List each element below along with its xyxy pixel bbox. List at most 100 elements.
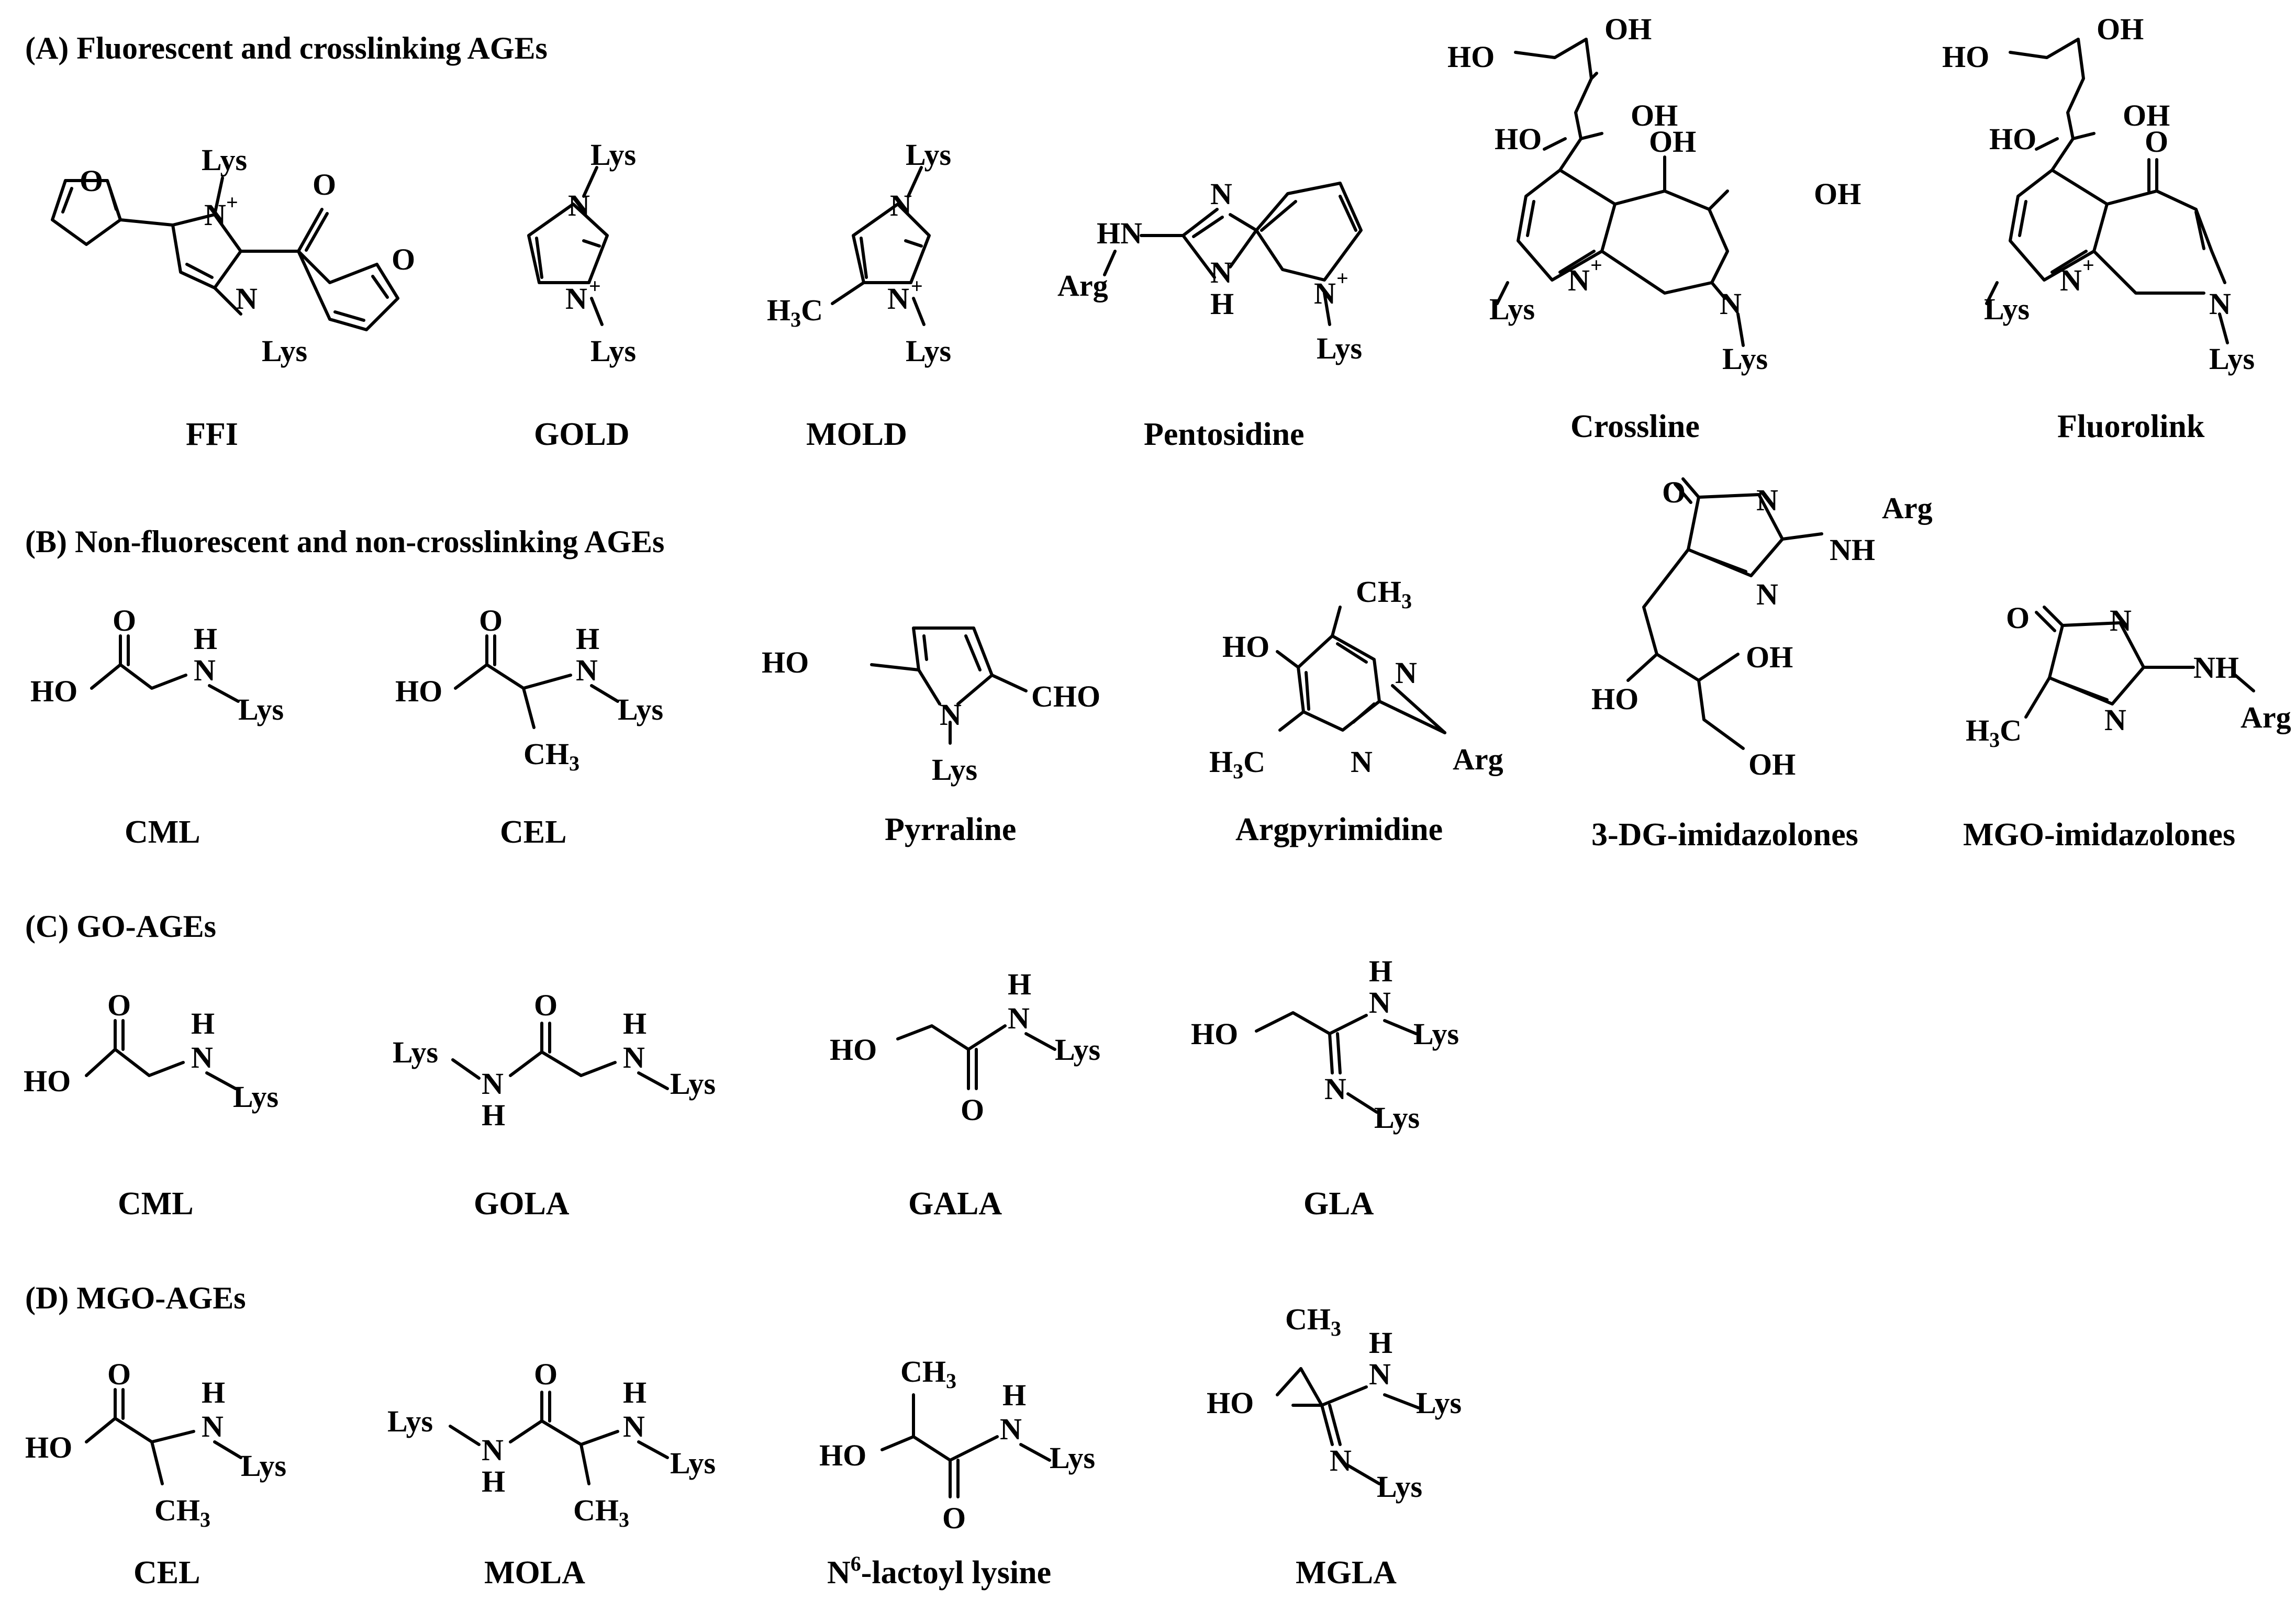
ffi-atom-lys-top: Lys xyxy=(202,143,247,177)
mgo-imidazolones-atom-n-top: N xyxy=(2110,603,2132,637)
cel-b-atom-lys: Lys xyxy=(618,692,663,726)
cml-c-atom-o: O xyxy=(107,988,131,1022)
gola-name: GOLA xyxy=(474,1186,570,1222)
fluorolink-atom-lys-left: Lys xyxy=(1984,292,2030,326)
cml-b-name: CML xyxy=(125,814,200,850)
mold-atom-n-top: N xyxy=(890,188,912,222)
fluorolink-atom-o-keto: O xyxy=(2145,125,2168,159)
gala-structure: HO H N Lys O GALA xyxy=(830,967,1100,1222)
crossline-atom-oh-mid: OH xyxy=(1631,98,1678,132)
mgo-imidazolones-name: MGO-imidazolones xyxy=(1963,817,2235,853)
pentosidine-structure: HN Arg N N H N + Lys Pentosidine xyxy=(1057,177,1363,452)
cml-c-atom-lys: Lys xyxy=(233,1080,278,1114)
n6-lactoyl-atom-n: N xyxy=(1000,1412,1022,1446)
cel-d-atom-ch3: CH3 xyxy=(154,1493,210,1531)
cml-c-name: CML xyxy=(118,1186,194,1222)
dg-imidazolones-atom-arg: Arg xyxy=(1882,491,1933,525)
ffi-atom-o-furan2: O xyxy=(392,242,415,276)
cml-b-atom-o: O xyxy=(113,603,136,637)
n6-lactoyl-atom-lys: Lys xyxy=(1050,1441,1095,1475)
ffi-atom-lys-bottom: Lys xyxy=(262,334,307,368)
section-a-heading: (A) Fluorescent and crosslinking AGEs xyxy=(25,31,548,65)
dg-imidazolones-atom-n-top: N xyxy=(1756,483,1778,517)
pentosidine-atom-n-plus: N xyxy=(1314,276,1336,310)
mold-charge-plus: + xyxy=(911,274,923,298)
mola-atom-ch3: CH3 xyxy=(573,1493,629,1531)
mgla-atom-n-bottom: N xyxy=(1330,1443,1352,1477)
mgo-imidazolones-atom-n-bottom: N xyxy=(2104,703,2126,737)
cel-d-atom-n: N xyxy=(202,1409,224,1443)
gola-atom-h-left: H xyxy=(482,1098,505,1132)
crossline-charge-plus: + xyxy=(1590,253,1602,277)
pyrraline-name: Pyrraline xyxy=(885,812,1016,847)
fluorolink-atom-ho-top: HO xyxy=(1942,40,1989,74)
gla-atom-n-top: N xyxy=(1369,986,1391,1020)
gla-atom-lys-top: Lys xyxy=(1413,1017,1459,1051)
gla-atom-n-bottom: N xyxy=(1324,1072,1346,1106)
ffi-atom-n-top: N xyxy=(204,198,226,232)
crossline-atom-oh-ring1: OH xyxy=(1649,125,1696,159)
gla-atom-ho: HO xyxy=(1191,1017,1238,1051)
gold-name: GOLD xyxy=(534,417,630,452)
n6-lactoyl-lysine-structure: CH3 HO H N Lys O N6-lactoyl lysine xyxy=(819,1354,1095,1591)
pyrraline-atom-cho: CHO xyxy=(1031,679,1100,713)
ffi-charge-plus: + xyxy=(226,191,238,214)
dg-imidazolones-atom-oh-right: OH xyxy=(1746,640,1793,674)
fluorolink-atom-n-plus: N xyxy=(2060,263,2082,297)
gold-atom-n-top: N xyxy=(568,188,590,222)
dg-imidazolones-atom-ho: HO xyxy=(1591,682,1639,716)
mgla-name: MGLA xyxy=(1296,1555,1397,1591)
crossline-name: Crossline xyxy=(1570,409,1700,444)
pentosidine-atom-lys: Lys xyxy=(1317,331,1362,365)
cml-c-atom-n: N xyxy=(191,1040,213,1074)
gold-charge-plus: + xyxy=(589,274,601,298)
ffi-atom-o-carbonyl: O xyxy=(313,167,336,201)
dg-imidazolones-name: 3-DG-imidazolones xyxy=(1591,817,1858,853)
argpyrimidine-atom-arg: Arg xyxy=(1453,742,1503,776)
mgo-imidazolones-atom-o: O xyxy=(2006,601,2030,635)
pyrraline-atom-lys: Lys xyxy=(932,753,977,787)
fluorolink-atom-ho-mid: HO xyxy=(1989,122,2036,156)
gola-atom-h-right: H xyxy=(623,1006,647,1040)
mgla-atom-h: H xyxy=(1369,1326,1392,1360)
mgla-atom-n-top: N xyxy=(1369,1357,1391,1391)
gola-atom-n-right: N xyxy=(623,1040,645,1074)
section-c-heading: (C) GO-AGEs xyxy=(25,909,216,944)
mola-structure: Lys N H O H N Lys CH3 MOLA xyxy=(387,1357,716,1591)
cml-b-atom-n: N xyxy=(194,653,216,687)
pentosidine-atom-h: H xyxy=(1210,287,1234,321)
mola-atom-o: O xyxy=(534,1357,558,1391)
crossline-atom-n-plus: N xyxy=(1568,263,1590,297)
gola-atom-n-left: N xyxy=(482,1067,504,1101)
section-b-heading: (B) Non-fluorescent and non-crosslinking… xyxy=(25,524,664,559)
dg-imidazolones-structure: O N Arg NH N OH HO OH 3-DG-imidazolones xyxy=(1591,475,1933,853)
ffi-structure: O Lys N + O O N Lys FFI xyxy=(51,143,415,452)
crossline-atom-ho-mid: HO xyxy=(1495,122,1542,156)
argpyrimidine-atom-ch3: CH3 xyxy=(1356,575,1412,613)
mgla-atom-lys-bottom: Lys xyxy=(1377,1470,1422,1504)
mola-atom-h-right: H xyxy=(623,1375,647,1409)
crossline-atom-lys-bottom: Lys xyxy=(1722,342,1768,376)
mgo-imidazolones-atom-nh: NH xyxy=(2193,651,2239,685)
mgo-imidazolones-atom-h3c: H3C xyxy=(1966,713,2022,752)
gold-atom-n-bottom: N xyxy=(565,282,587,316)
cel-d-atom-o: O xyxy=(107,1357,131,1391)
pentosidine-name: Pentosidine xyxy=(1144,417,1305,452)
cml-b-atom-lys: Lys xyxy=(238,692,284,726)
gala-atom-h: H xyxy=(1008,967,1031,1001)
cel-b-name: CEL xyxy=(500,814,566,850)
section-d-heading: (D) MGO-AGEs xyxy=(25,1281,246,1315)
cel-d-atom-lys: Lys xyxy=(241,1449,286,1483)
fluorolink-atom-lys-bottom: Lys xyxy=(2209,342,2255,376)
cel-b-structure: O HO H N Lys CH3 CEL xyxy=(395,603,663,850)
argpyrimidine-atom-h3c: H3C xyxy=(1209,745,1265,783)
cel-b-atom-h: H xyxy=(576,622,599,656)
cml-c-structure: O HO H N Lys CML xyxy=(24,988,278,1222)
crossline-structure: HO OH HO OH OH OH Lys N + N Lys Crosslin… xyxy=(1447,12,1861,444)
pyrraline-atom-ho: HO xyxy=(762,645,809,679)
mgo-imidazolones-structure: O N NH N Arg H3C MGO-imidazolones xyxy=(1963,601,2291,853)
fluorolink-atom-n-ring: N xyxy=(2209,287,2231,321)
crossline-atom-n-ring: N xyxy=(1720,287,1742,321)
gold-atom-lys-top: Lys xyxy=(590,138,636,172)
